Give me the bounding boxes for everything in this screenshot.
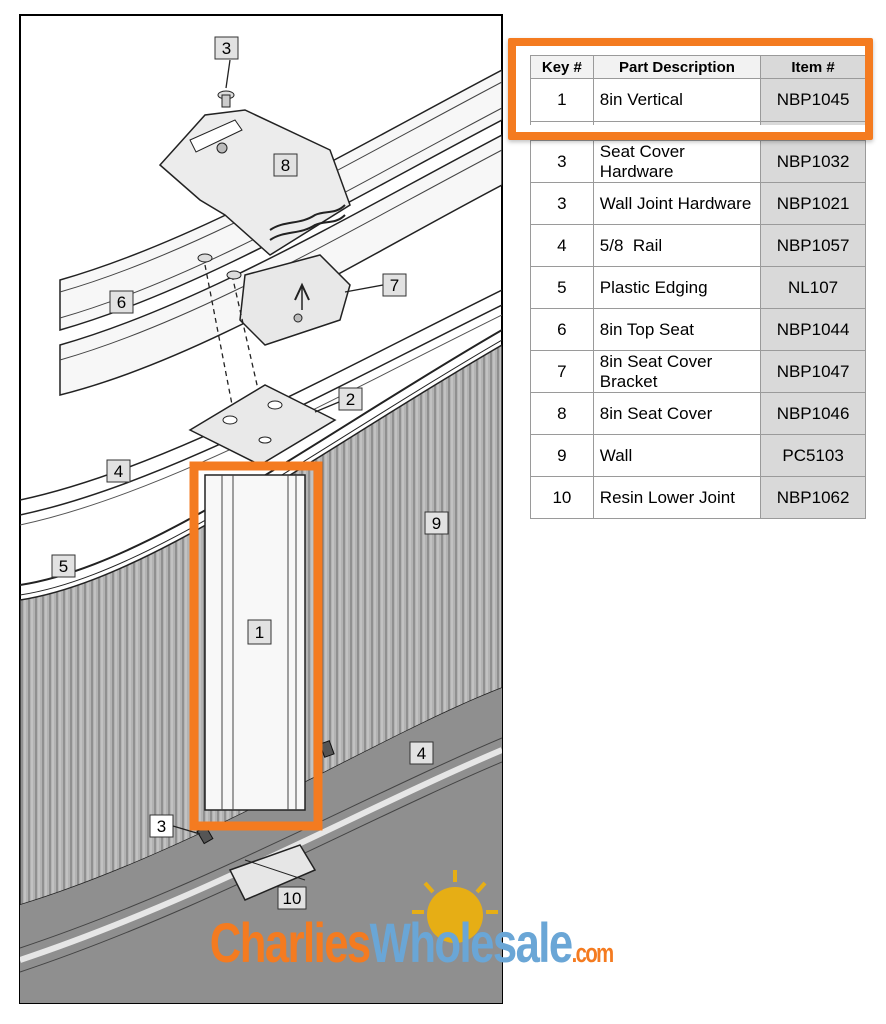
row-key: 8 [530, 392, 594, 435]
watermark-com: .com [572, 939, 614, 968]
row-key: 6 [530, 308, 594, 351]
ground-band [20, 688, 502, 1003]
row-description: 5/8 Rail [592, 224, 762, 267]
row-description: Resin Lower Joint [592, 476, 762, 519]
svg-text:6: 6 [117, 293, 126, 312]
row-key: 5 [530, 266, 594, 309]
row-key: 10 [530, 476, 594, 519]
callout-3-bottom: 3 [149, 814, 174, 838]
item-header: Item # [760, 55, 866, 79]
row-key: 3 [530, 182, 594, 225]
row-key: 3 [530, 140, 594, 183]
table-row: 3 Wall Joint Hardware NBP1021 [530, 182, 866, 225]
row-key: 7 [530, 350, 594, 393]
screw-top [217, 90, 235, 108]
watermark-wholesale: Wholesale [370, 912, 573, 974]
row-item: PC5103 [760, 434, 866, 477]
table-row: 9 Wall PC5103 [530, 434, 866, 477]
description-header: Part Description [592, 55, 762, 79]
row-description: 8in Seat Cover Bracket [592, 350, 762, 393]
obscured-row-cover [516, 125, 865, 132]
svg-text:3: 3 [222, 39, 231, 58]
table-row: 4 5/8 Rail NBP1057 [530, 224, 866, 267]
row-item: NBP1032 [760, 140, 866, 183]
table-row: 6 8in Top Seat NBP1044 [530, 308, 866, 351]
svg-text:8: 8 [281, 156, 290, 175]
row-item: NBP1045 [760, 78, 866, 122]
table-row: 7 8in Seat Cover Bracket NBP1047 [530, 350, 866, 393]
callout-6: 6 [109, 290, 134, 314]
callout-8: 8 [273, 153, 298, 177]
callout-4-upper: 4 [106, 459, 131, 483]
svg-text:4: 4 [114, 462, 123, 481]
svg-text:7: 7 [390, 276, 399, 295]
vertical-post-highlight [189, 461, 323, 831]
svg-text:2: 2 [346, 390, 355, 409]
row-item: NBP1057 [760, 224, 866, 267]
parts-table: Key # Part Description Item # 1 8in Vert… [530, 55, 866, 519]
row-item: NBP1047 [760, 350, 866, 393]
row-description: Plastic Edging [592, 266, 762, 309]
table-row: 8 8in Seat Cover NBP1046 [530, 392, 866, 435]
callout-2: 2 [338, 387, 363, 411]
watermark: CharliesWholesale.com [210, 870, 615, 974]
svg-text:1: 1 [255, 623, 264, 642]
table-row: 10 Resin Lower Joint NBP1062 [530, 476, 866, 519]
svg-text:10: 10 [283, 889, 302, 908]
callout-5: 5 [51, 554, 76, 578]
svg-text:3: 3 [157, 817, 166, 836]
callout-10: 10 [277, 886, 307, 910]
row-description: Seat Cover Hardware [592, 140, 762, 183]
svg-text:CharliesWholesale.com: CharliesWholesale.com [210, 912, 614, 974]
first-row-highlight [508, 38, 873, 140]
callout-9: 9 [424, 511, 449, 535]
upper-joint-plate [188, 384, 337, 466]
svg-text:9: 9 [432, 514, 441, 533]
row-description: 8in Seat Cover [592, 392, 762, 435]
row-key: 9 [530, 434, 594, 477]
row-item: NBP1046 [760, 392, 866, 435]
callout-4-lower: 4 [409, 741, 434, 765]
row-item: NBP1044 [760, 308, 866, 351]
row-description: 8in Top Seat [592, 308, 762, 351]
callout-7: 7 [382, 273, 407, 297]
table-row: 1 8in Vertical NBP1045 [530, 78, 866, 122]
row-description: Wall Joint Hardware [592, 182, 762, 225]
table-row: 3 Seat Cover Hardware NBP1032 [530, 140, 866, 183]
watermark-charlies: Charlies [210, 912, 370, 974]
svg-text:5: 5 [59, 557, 68, 576]
row-key: 4 [530, 224, 594, 267]
row-item: NL107 [760, 266, 866, 309]
resin-lower-joint [228, 844, 317, 901]
sun-icon [412, 870, 498, 943]
callout-3-top: 3 [214, 36, 239, 60]
row-item: NBP1021 [760, 182, 866, 225]
table-row: 5 Plastic Edging NL107 [530, 266, 866, 309]
row-item: NBP1062 [760, 476, 866, 519]
svg-text:4: 4 [417, 744, 426, 763]
callout-1: 1 [247, 619, 272, 645]
row-description: Wall [592, 434, 762, 477]
